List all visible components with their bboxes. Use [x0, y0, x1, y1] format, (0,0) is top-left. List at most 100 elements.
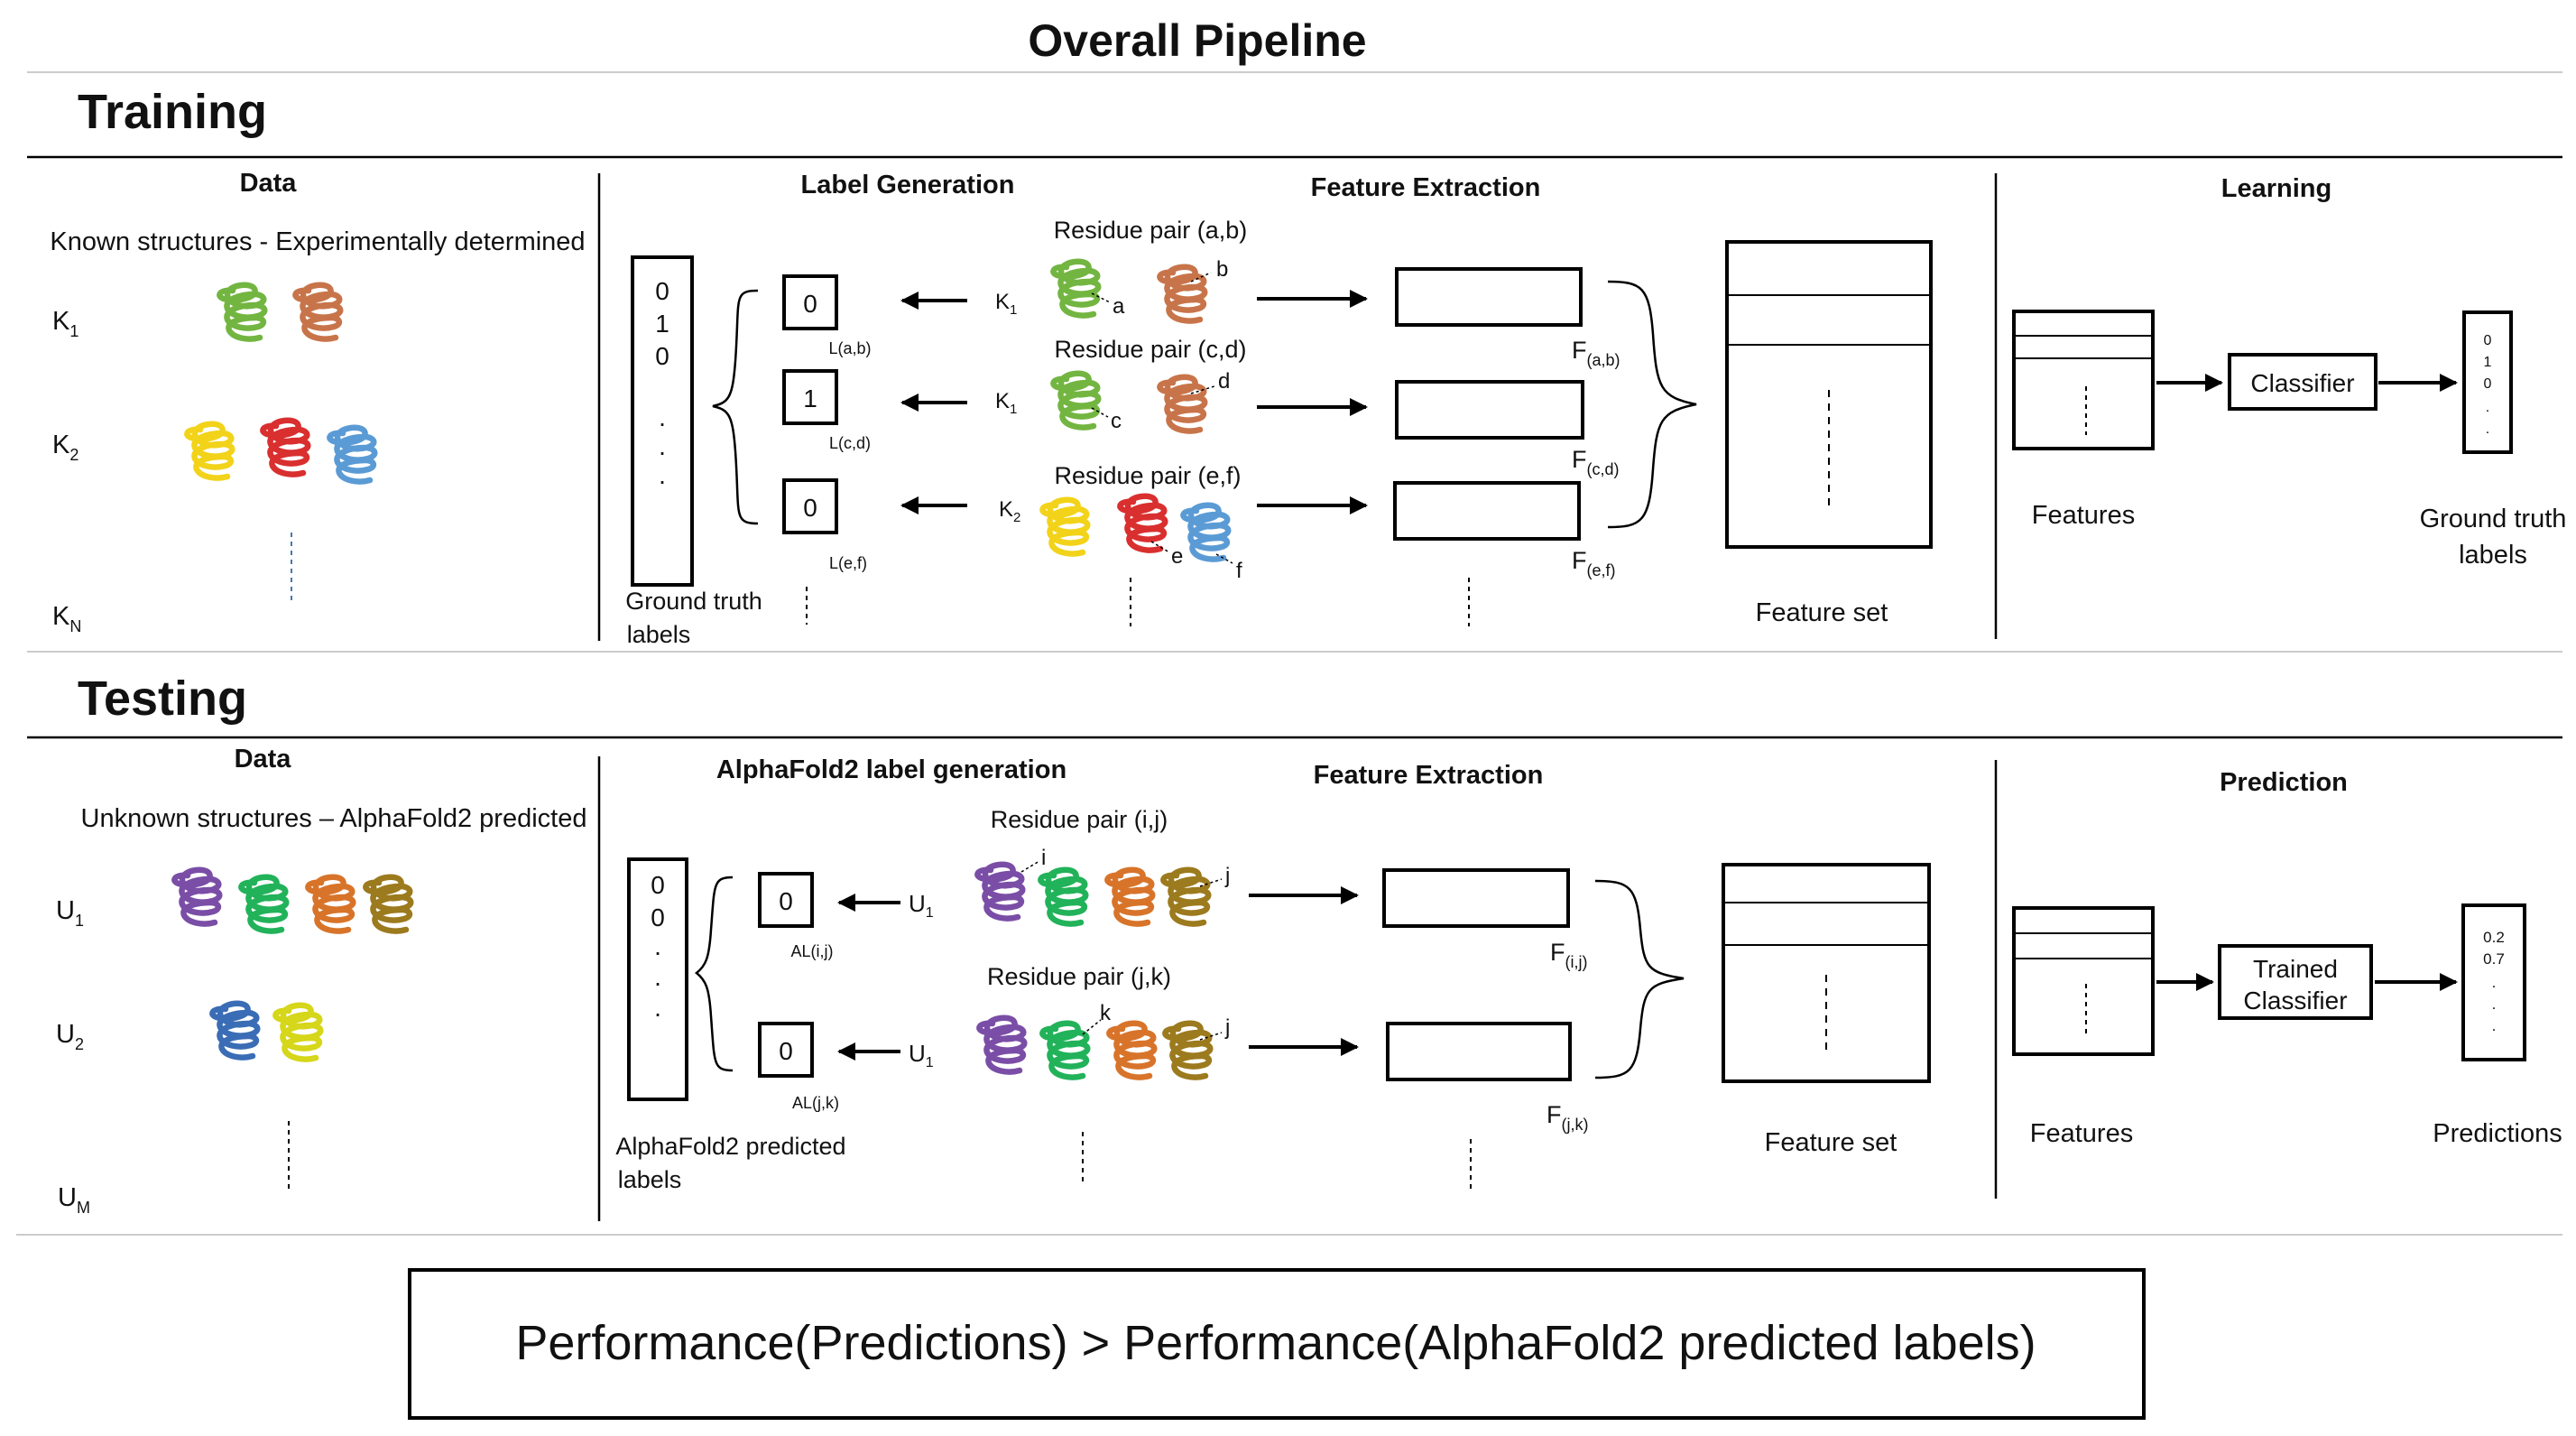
helix-icon	[1159, 377, 1205, 431]
residue-pointer	[1020, 860, 1040, 873]
helix-icon	[979, 1018, 1024, 1072]
residue-pointer	[1082, 1019, 1102, 1035]
helix-icon	[1159, 267, 1205, 321]
helix-icon	[1107, 870, 1152, 924]
helix-icon	[1163, 870, 1208, 924]
label-box-value: 0	[803, 494, 817, 522]
helix-icon	[1042, 1024, 1087, 1078]
helix-icon	[1053, 262, 1098, 316]
residue-mark: b	[1216, 257, 1228, 282]
conclusion-box	[408, 1268, 2146, 1420]
predictions-label: Predictions	[2433, 1119, 2562, 1148]
residue-pointer	[1190, 272, 1212, 283]
trained-classifier-label: Trained	[2253, 955, 2338, 983]
helix-icon	[977, 865, 1022, 919]
pair-source-label: K2	[999, 497, 1020, 525]
gt-value: .	[659, 432, 666, 460]
helix-icon	[1183, 505, 1228, 560]
k2-label: K2	[52, 431, 78, 464]
af2-label-box	[758, 872, 814, 928]
output-value: .	[2486, 422, 2489, 437]
af2-label-box-value: 0	[779, 1037, 793, 1065]
label-box	[782, 369, 838, 425]
features-label: Features	[2030, 1119, 2133, 1148]
af2-label-box-caption: AL(i,j)	[790, 942, 833, 960]
helix-icon	[1109, 1024, 1154, 1078]
feature-label: F(a,b)	[1572, 337, 1620, 369]
label-generation-header: Label Generation	[801, 171, 1015, 199]
helix-icon	[241, 877, 286, 931]
feature-set-table	[1725, 240, 1933, 549]
training-data-header: Data	[240, 169, 298, 198]
af2-value: .	[654, 994, 661, 1022]
prediction-output-column	[2461, 903, 2526, 1061]
label-box-value: 1	[803, 384, 817, 412]
output-value: 0.7	[2483, 950, 2505, 968]
af2-brace	[694, 875, 734, 1072]
af2-pred-label: labels	[618, 1166, 682, 1193]
helix-icon	[1120, 496, 1165, 551]
output-label: labels	[2459, 541, 2527, 570]
residue-pointer	[1199, 878, 1223, 887]
residue-pointer	[1091, 292, 1111, 303]
residue-mark: j	[1224, 1015, 1230, 1040]
af2-value: 0	[651, 871, 665, 899]
pair-source-label: U1	[909, 1040, 934, 1070]
af2-value: .	[654, 963, 661, 991]
features-table	[2012, 906, 2155, 1056]
helix-icon	[1040, 870, 1085, 924]
residue-mark: j	[1224, 864, 1230, 888]
feature-label: F(i,j)	[1550, 939, 1588, 971]
feature-vector	[1395, 380, 1584, 440]
prediction-header: Prediction	[2220, 768, 2348, 797]
helix-icon	[263, 421, 308, 475]
output-label: Ground truth	[2420, 505, 2567, 533]
residue-mark: i	[1041, 846, 1046, 870]
learning-output-column	[2462, 310, 2513, 454]
feature-brace	[1607, 280, 1697, 529]
feature-vector	[1386, 1022, 1572, 1081]
gt-value: 0	[655, 277, 669, 305]
classifier-box	[2228, 353, 2377, 411]
gt-brace	[712, 289, 759, 525]
kn-label: KN	[52, 602, 81, 635]
gt-value: .	[659, 403, 666, 431]
label-box-caption: L(c,d)	[829, 434, 871, 452]
output-value: .	[2492, 996, 2497, 1013]
label-box-caption: L(e,f)	[829, 554, 867, 572]
af2-label-box-value: 0	[779, 887, 793, 915]
residue-pointer	[1150, 541, 1170, 553]
helix-icon	[187, 424, 232, 478]
pair-source-label: K1	[995, 389, 1017, 417]
features-label: Features	[2032, 501, 2135, 530]
helix-icon	[365, 877, 411, 931]
af2-label-generation-header: AlphaFold2 label generation	[716, 755, 1066, 784]
residue-mark: d	[1218, 369, 1230, 394]
output-value: .	[2486, 400, 2489, 415]
training-section-label: Training	[78, 85, 267, 139]
features-table	[2012, 310, 2155, 450]
feature-label: F(j,k)	[1547, 1101, 1589, 1134]
output-value: 0	[2484, 333, 2492, 348]
feature-vector	[1382, 868, 1570, 928]
helix-icon	[212, 1004, 257, 1058]
residue-mark: k	[1100, 1001, 1112, 1025]
feature-label: F(c,d)	[1572, 446, 1620, 478]
label-box-caption: L(a,b)	[828, 339, 871, 357]
u1-label: U1	[56, 896, 84, 930]
af2-predicted-column	[627, 857, 688, 1101]
gt-value: 0	[655, 342, 669, 370]
output-value: 1	[2484, 355, 2492, 370]
u2-label: U2	[56, 1020, 84, 1053]
helix-icon	[1165, 1024, 1210, 1078]
feature-extraction-header: Feature Extraction	[1311, 173, 1541, 202]
residue-mark: e	[1171, 544, 1183, 569]
af2-value: 0	[651, 903, 665, 931]
output-value: 0.2	[2483, 929, 2505, 946]
training-data-subtitle: Known structures - Experimentally determ…	[50, 227, 585, 256]
residue-pair-title: Residue pair (a,b)	[1054, 217, 1248, 244]
helix-icon	[174, 870, 219, 924]
residue-pair-title: Residue pair (e,f)	[1054, 462, 1241, 489]
helix-icon	[295, 285, 340, 339]
